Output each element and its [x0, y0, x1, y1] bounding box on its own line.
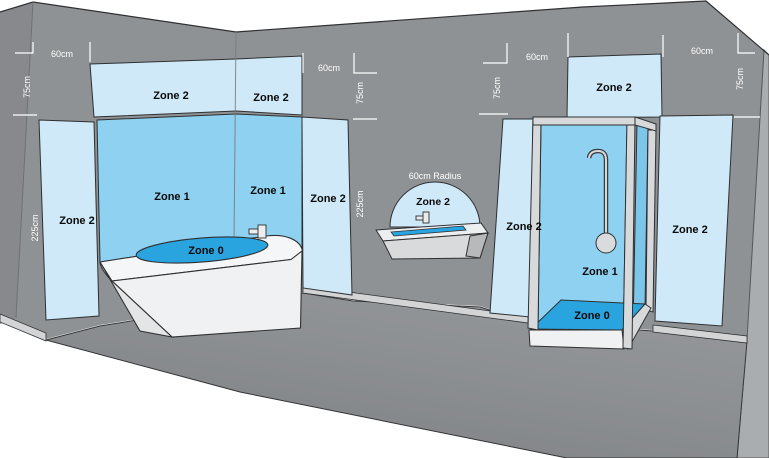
wall-top-edge [0, 0, 769, 56]
zone2-column-right [301, 116, 353, 296]
bath-wall-fold-line [233, 31, 237, 244]
measure-bracket-bath-mid [353, 53, 377, 74]
measure-bracket-shower-right [737, 33, 755, 54]
shower-head [595, 232, 617, 254]
measure-bracket-shower-left [483, 43, 508, 64]
sink-basin-side [465, 232, 489, 259]
measure-bracket-bath-left [15, 42, 34, 54]
bathtub [99, 234, 303, 338]
zone2-column-left [38, 119, 100, 321]
measure-lines [13, 33, 760, 120]
bathtub-end [99, 261, 174, 338]
left-wall [0, 2, 33, 324]
sink-zone2-dome [389, 181, 481, 228]
bathtub-water-zone0 [135, 236, 269, 264]
zone2-panel-shower-top [566, 53, 663, 119]
shower [527, 116, 657, 351]
zone2-band-bath [89, 55, 303, 118]
sink-basin [375, 222, 489, 260]
skirting-right [652, 324, 748, 344]
shower-pipe-highlight [588, 149, 607, 234]
shower-top-bar [532, 116, 636, 126]
left-corner-line [15, 1, 34, 319]
sink-faucet [415, 211, 430, 224]
sink-basin-water [390, 225, 467, 237]
shower-tray-front [528, 329, 625, 350]
zone2-panel-shower-right [654, 114, 734, 327]
bath-faucet [248, 224, 267, 239]
skirting-left [0, 313, 47, 342]
